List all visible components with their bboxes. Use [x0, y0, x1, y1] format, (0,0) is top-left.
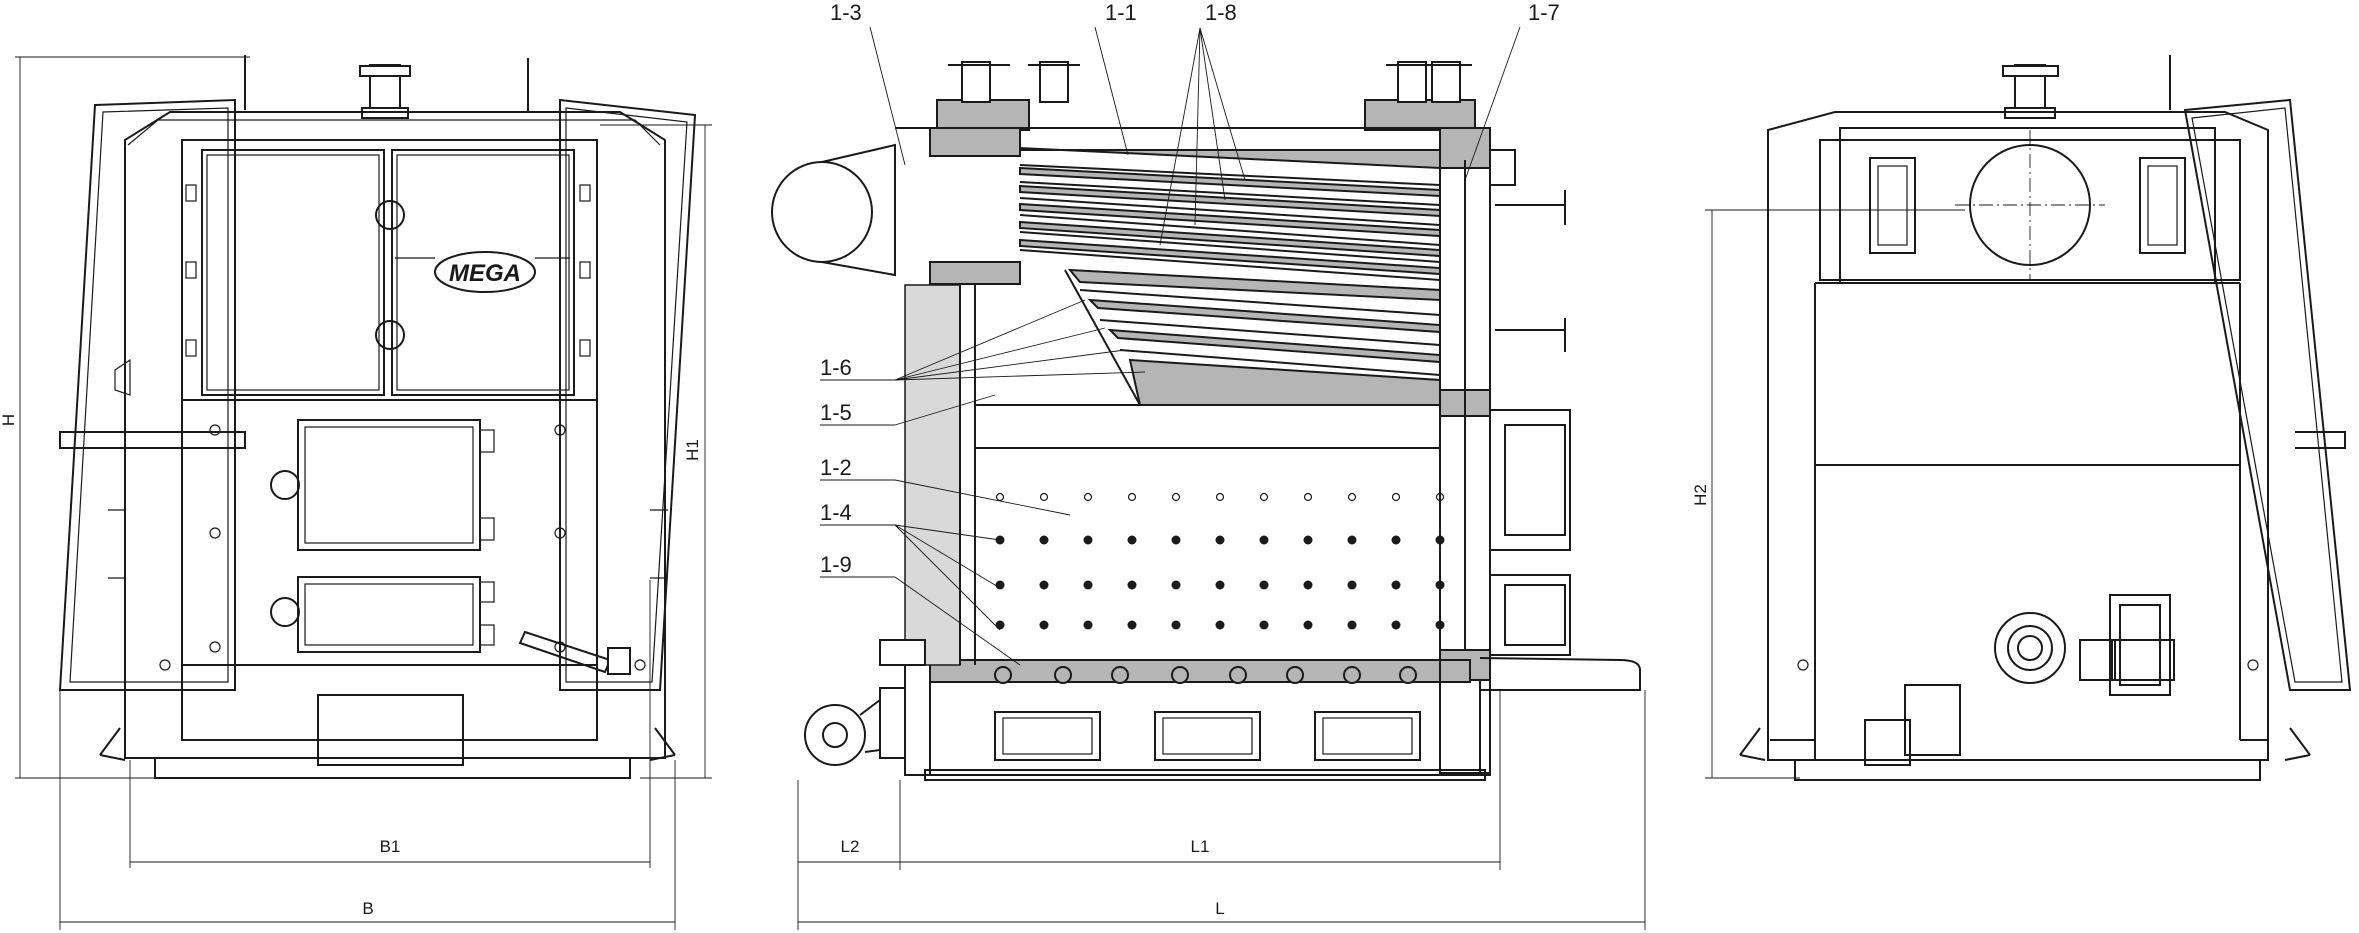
- fan-icon: [804, 704, 866, 766]
- length-2-label: L2: [841, 837, 860, 856]
- air-nozzle-dot: [1347, 580, 1357, 590]
- air-nozzle-dot: [1083, 492, 1093, 502]
- air-nozzle-dot: [1127, 492, 1137, 502]
- air-nozzle-dot: [1435, 492, 1445, 502]
- air-nozzle-dot: [1391, 492, 1401, 502]
- section-dimensions: L2 L1 L: [797, 690, 1646, 930]
- air-nozzle-dot: [995, 492, 1005, 502]
- air-nozzle-dot: [1259, 580, 1269, 590]
- air-nozzle-dot: [1039, 620, 1049, 630]
- front-body: [124, 111, 666, 759]
- air-nozzle-dot: [1215, 535, 1225, 545]
- front-dimensions: H H1 B1 B: [0, 56, 712, 930]
- air-nozzle-dot: [1391, 620, 1401, 630]
- air-nozzle-dot: [1171, 492, 1181, 502]
- heat-exchanger-tubes: [1019, 164, 1441, 281]
- rear-view: H2: [1691, 55, 2352, 781]
- callout-1-3: 1-3: [830, 0, 862, 25]
- length-1-label: L1: [1191, 837, 1210, 856]
- air-nozzle-dot: [1391, 580, 1401, 590]
- width-1-label: B1: [380, 837, 401, 856]
- width-label: B: [362, 899, 373, 918]
- air-nozzle-dot: [1127, 580, 1137, 590]
- grate-tubes: [994, 666, 1417, 684]
- air-nozzle-dot: [1083, 620, 1093, 630]
- air-nozzle-dot: [1435, 620, 1445, 630]
- flue-pipe: [771, 161, 873, 263]
- ash-door: [297, 576, 481, 653]
- air-nozzle-dot: [1259, 492, 1269, 502]
- air-nozzle-dot: [1303, 535, 1313, 545]
- air-nozzle-dot: [1171, 620, 1181, 630]
- air-nozzle-rows: [995, 492, 1445, 630]
- rear-body: [1767, 111, 2269, 761]
- svg-text:MEGA: MEGA: [449, 260, 521, 287]
- air-nozzle-dot: [995, 580, 1005, 590]
- air-nozzle-dot: [1303, 492, 1313, 502]
- air-nozzle-dot: [1303, 580, 1313, 590]
- height-label: H: [0, 414, 18, 426]
- front-view: MEGA: [0, 55, 712, 930]
- callout-1-8: 1-8: [1205, 0, 1237, 25]
- air-nozzle-dot: [1039, 492, 1049, 502]
- air-nozzle-dot: [1039, 535, 1049, 545]
- callouts: 1-3 1-1 1-8 1-7 1-6 1-5 1-2 1-4: [820, 0, 1560, 666]
- callout-1-5: 1-5: [820, 400, 852, 425]
- callout-1-9: 1-9: [820, 552, 852, 577]
- ash-drawer: [317, 694, 464, 766]
- air-nozzle-dot: [995, 620, 1005, 630]
- air-nozzle-dot: [1303, 620, 1313, 630]
- section-view: 1-3 1-1 1-8 1-7 1-6 1-5 1-2 1-4: [771, 0, 1646, 930]
- callout-1-7: 1-7: [1528, 0, 1560, 25]
- rear-flue-outlet: [1969, 144, 2091, 266]
- mega-logo: MEGA: [434, 251, 536, 293]
- rear-dimensions: H2: [1691, 209, 1965, 779]
- air-nozzle-dot: [1127, 535, 1137, 545]
- air-nozzle-dot: [1171, 580, 1181, 590]
- air-nozzle-dot: [1435, 580, 1445, 590]
- air-nozzle-dot: [1083, 535, 1093, 545]
- loading-door: [297, 419, 481, 551]
- air-nozzle-dot: [1435, 535, 1445, 545]
- side-handle-bar: [59, 431, 246, 449]
- air-nozzle-dot: [1127, 620, 1137, 630]
- air-nozzle-dot: [1215, 620, 1225, 630]
- callout-1-2: 1-2: [820, 455, 852, 480]
- air-nozzle-dot: [1347, 492, 1357, 502]
- height-1-label: H1: [683, 439, 702, 461]
- callout-1-4: 1-4: [820, 500, 852, 525]
- upper-door-left: [201, 149, 385, 396]
- height-2-label: H2: [1691, 484, 1710, 506]
- air-nozzle-dot: [1215, 580, 1225, 590]
- callout-1-1: 1-1: [1105, 0, 1137, 25]
- damper-lever: [518, 630, 612, 674]
- air-nozzle-dot: [1391, 535, 1401, 545]
- air-nozzle-dot: [1039, 580, 1049, 590]
- air-nozzle-dot: [1259, 620, 1269, 630]
- callout-1-6: 1-6: [820, 355, 852, 380]
- air-nozzle-dot: [1347, 620, 1357, 630]
- air-nozzle-dot: [1171, 535, 1181, 545]
- air-nozzle-dot: [1215, 492, 1225, 502]
- air-nozzle-dot: [1347, 535, 1357, 545]
- upper-door-right: [391, 149, 575, 396]
- air-nozzle-dot: [1259, 535, 1269, 545]
- length-label: L: [1215, 899, 1224, 918]
- air-nozzle-dot: [1083, 580, 1093, 590]
